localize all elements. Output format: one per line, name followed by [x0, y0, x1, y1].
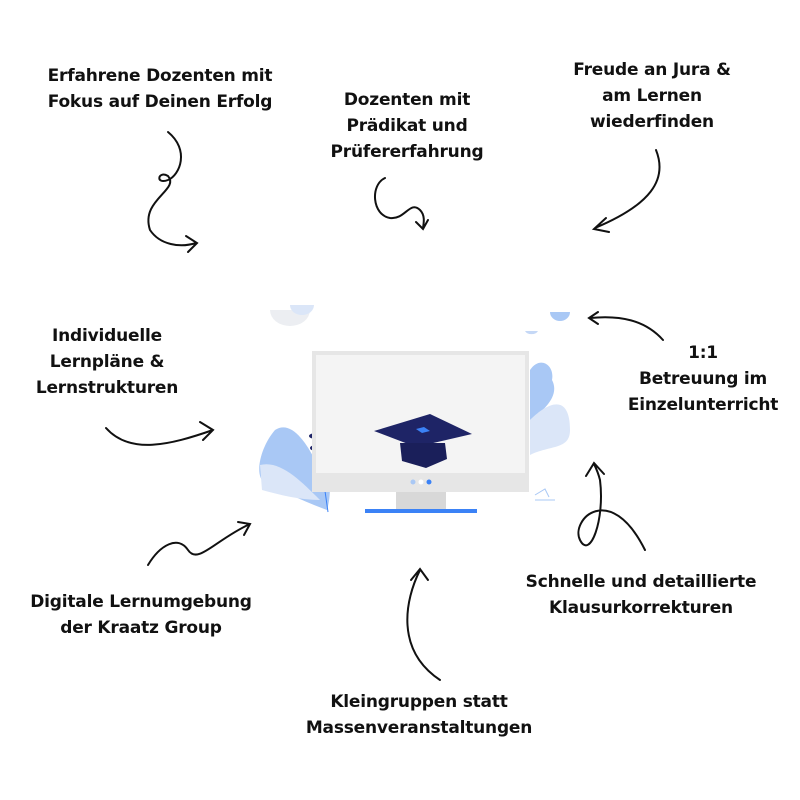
- label-line: Fokus auf Deinen Erfolg: [47, 92, 273, 112]
- label-line: Individuelle: [52, 326, 162, 346]
- label-line: Prüfererfahrung: [330, 142, 484, 162]
- label-line: Freude an Jura &: [573, 60, 731, 80]
- arrow-icon: [577, 461, 646, 551]
- label-line: der Kraatz Group: [60, 618, 222, 638]
- feature-label-lecturers-predicate: Dozenten mit Prädikat und Prüfererfahrun…: [331, 87, 484, 165]
- label-line: Schnelle und detaillierte: [525, 572, 757, 592]
- label-line: Kleingruppen statt: [330, 692, 508, 712]
- arrow-icon: [406, 567, 441, 681]
- label-line: Einzelunterricht: [627, 395, 779, 415]
- arrow-icon: [147, 131, 199, 253]
- feature-label-exam-corrections: Schnelle und detaillierte Klausurkorrekt…: [526, 569, 757, 621]
- arrow-icon: [373, 177, 429, 231]
- feature-label-small-groups: Kleingruppen statt Massenveranstaltungen: [305, 689, 533, 741]
- label-line: Dozenten mit: [343, 90, 471, 110]
- arrow-icon: [105, 421, 215, 446]
- label-line: Erfahrene Dozenten mit: [47, 66, 273, 86]
- label-line: Massenveranstaltungen: [305, 718, 533, 738]
- label-line: Klausurkorrekturen: [549, 598, 733, 618]
- label-line: 1:1: [688, 343, 718, 363]
- feature-label-joy-of-law: Freude an Jura & am Lernen wiederfinden: [573, 57, 731, 135]
- label-line: Lernstrukturen: [35, 378, 179, 398]
- label-line: Lernpläne &: [49, 352, 165, 372]
- monitor-illustration: [259, 305, 570, 513]
- feature-label-individual-plans: Individuelle Lernpläne & Lernstrukturen: [35, 323, 179, 401]
- arrow-icon: [591, 149, 661, 233]
- feature-label-one-on-one: 1:1 Betreuung im Einzelunterricht: [627, 340, 779, 418]
- arrow-icon: [587, 311, 664, 341]
- label-line: am Lernen: [602, 86, 702, 106]
- feature-label-experienced-lecturers: Erfahrene Dozenten mit Fokus auf Deinen …: [48, 63, 273, 115]
- label-line: Digitale Lernumgebung: [30, 592, 252, 612]
- feature-label-digital-environment: Digitale Lernumgebung der Kraatz Group: [30, 589, 252, 641]
- label-line: wiederfinden: [590, 112, 714, 132]
- label-line: Betreuung im: [638, 369, 768, 389]
- label-line: Prädikat und: [346, 116, 468, 136]
- arrow-icon: [147, 521, 252, 566]
